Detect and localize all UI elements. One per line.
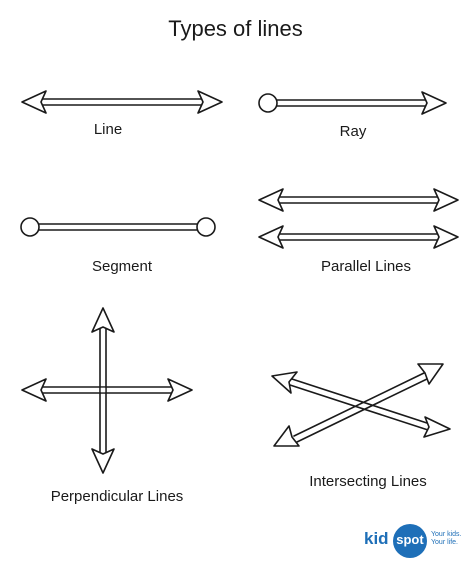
logo-spot-circle: spot [393, 524, 427, 558]
logo-spot-text: spot [396, 532, 424, 547]
label-segment: Segment [91, 258, 153, 275]
logo-tagline: Your kids. Your life. [431, 531, 461, 547]
label-perpendicular-lines: Perpendicular Lines [50, 488, 184, 505]
label-line: Line [93, 121, 123, 138]
line-figure [21, 90, 223, 114]
perpendicular-lines-figure [21, 307, 193, 474]
kidspot-logo: kid spot Your kids. Your life. [360, 524, 470, 560]
diagram-title: Types of lines [168, 16, 303, 41]
label-intersecting-lines: Intersecting Lines [309, 473, 427, 490]
ray-figure [258, 91, 447, 115]
logo-tagline-1: Your kids. [431, 531, 462, 538]
intersecting-lines-figure [271, 363, 451, 447]
logo-tagline-2: Your life. [431, 539, 458, 546]
parallel-lines-figure [258, 188, 459, 249]
label-parallel-lines: Parallel Lines [320, 258, 412, 275]
segment-figure [20, 217, 216, 237]
label-ray: Ray [339, 123, 367, 140]
logo-kid-text: kid [364, 529, 389, 548]
